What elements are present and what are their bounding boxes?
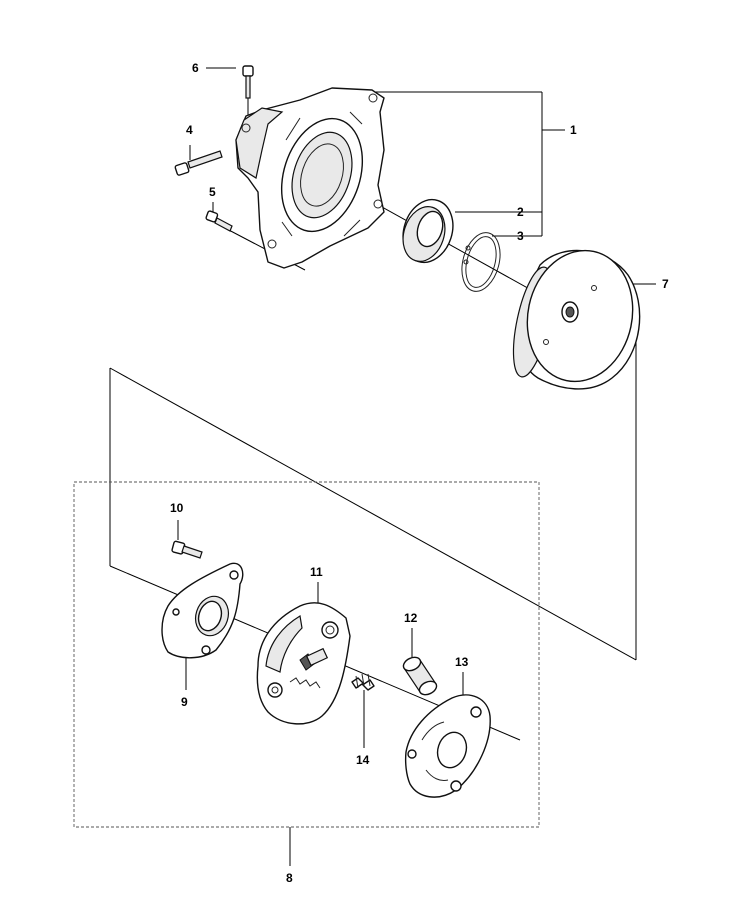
screw-5 (205, 210, 233, 232)
screw-6 (242, 65, 254, 99)
hub-plate (404, 694, 491, 798)
callout-10: 10 (170, 501, 184, 515)
clutch-assembly-group-box (73, 481, 540, 828)
callout-4: 4 (186, 123, 193, 137)
callout-7: 7 (662, 277, 669, 291)
callout-1: 1 (570, 123, 577, 137)
callout-labels: 1 2 3 4 5 6 7 8 9 10 11 12 13 14 (170, 61, 669, 885)
bearing (402, 198, 454, 264)
clutch-shoes (256, 602, 351, 725)
callout-14: 14 (356, 753, 370, 767)
callout-12: 12 (404, 611, 418, 625)
clutch-drum (512, 249, 641, 390)
clutch-plate (161, 562, 244, 659)
screw-4 (174, 150, 223, 176)
callout-9: 9 (181, 695, 188, 709)
callout-13: 13 (455, 655, 469, 669)
callout-8: 8 (286, 871, 293, 885)
clutch-housing (235, 87, 385, 269)
callout-6: 6 (192, 61, 199, 75)
screw-10 (171, 540, 203, 559)
callout-3: 3 (517, 229, 524, 243)
bushing (402, 656, 438, 696)
leader-lines (109, 67, 656, 866)
callout-5: 5 (209, 185, 216, 199)
retaining-ring (461, 232, 501, 292)
spring (351, 673, 375, 691)
callout-11: 11 (310, 565, 323, 579)
callout-2: 2 (517, 205, 524, 219)
